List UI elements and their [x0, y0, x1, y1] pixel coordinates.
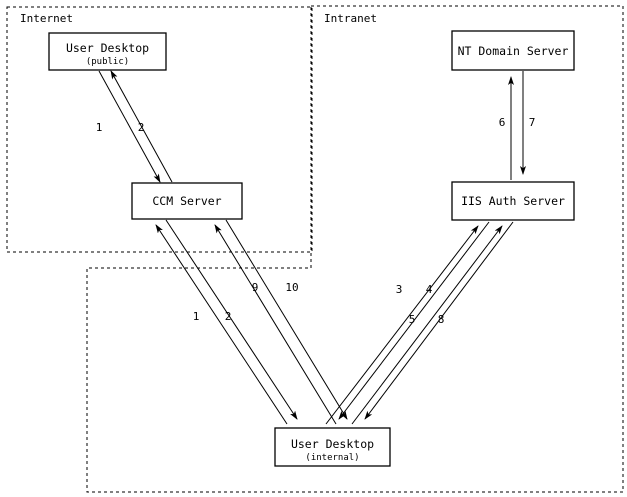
flow-line-step-5 [351, 225, 503, 425]
node-iis-auth-server-title: IIS Auth Server [461, 194, 565, 208]
flow-line-step-4 [338, 221, 490, 420]
flow-line-step-2-public [110, 70, 173, 183]
node-ccm-server[interactable]: CCM Server [131, 182, 243, 220]
zone-intranet-label: Intranet [324, 12, 377, 25]
step-label-1-internal: 1 [193, 310, 200, 323]
step-label-1-public: 1 [96, 121, 103, 134]
flow-line-step-9 [214, 224, 337, 425]
step-label-3: 3 [396, 283, 403, 296]
node-ccm-server-box[interactable] [131, 182, 243, 220]
flow-line-step-1-internal [155, 224, 288, 425]
flow-line-step-2-internal [165, 219, 298, 420]
node-iis-auth-server-box[interactable] [451, 181, 575, 221]
node-user-desktop-internal-box[interactable] [274, 427, 391, 467]
step-label-2-internal: 2 [225, 310, 232, 323]
step-label-10: 10 [285, 281, 298, 294]
node-user-desktop-internal-subtitle: (internal) [305, 453, 359, 463]
node-user-desktop-public[interactable]: User Desktop (public) [48, 32, 167, 71]
node-user-desktop-internal-title: User Desktop [291, 437, 374, 451]
flow-internal-desktop-iis-58: 5 8 [351, 221, 514, 425]
flow-line-step-1-public [98, 70, 161, 183]
flow-line-step-10 [225, 219, 348, 420]
node-nt-domain-server[interactable]: NT Domain Server [451, 30, 575, 71]
zone-intranet-border [86, 5, 624, 493]
flow-internal-desktop-ccm-12: 1 2 [155, 219, 298, 425]
node-nt-domain-server-box[interactable] [451, 30, 575, 71]
zone-internet: Internet [6, 6, 313, 253]
zone-intranet: Intranet [86, 5, 624, 493]
flow-internal-desktop-iis-34: 3 4 [325, 221, 490, 425]
zone-internet-border [6, 6, 313, 253]
flow-line-step-8 [364, 221, 514, 420]
step-label-9: 9 [252, 281, 259, 294]
node-iis-auth-server[interactable]: IIS Auth Server [451, 181, 575, 221]
step-label-6: 6 [499, 116, 506, 129]
step-label-5: 5 [409, 313, 416, 326]
step-label-2-public: 2 [138, 121, 145, 134]
zone-internet-label: Internet [20, 12, 73, 25]
flow-line-step-3 [325, 225, 479, 425]
step-label-8: 8 [438, 313, 445, 326]
node-nt-domain-server-title: NT Domain Server [458, 44, 569, 58]
node-ccm-server-title: CCM Server [152, 194, 221, 208]
node-user-desktop-public-title: User Desktop [66, 41, 149, 55]
step-label-7: 7 [529, 116, 536, 129]
node-user-desktop-internal[interactable]: User Desktop (internal) [274, 427, 391, 467]
node-user-desktop-public-box[interactable] [48, 32, 167, 71]
flow-public-desktop-ccm: 1 2 [96, 70, 173, 183]
node-user-desktop-public-subtitle: (public) [86, 57, 129, 67]
step-label-4: 4 [426, 283, 433, 296]
flow-internal-desktop-ccm-910: 9 10 [214, 219, 348, 425]
flow-iis-nt: 6 7 [499, 71, 536, 180]
